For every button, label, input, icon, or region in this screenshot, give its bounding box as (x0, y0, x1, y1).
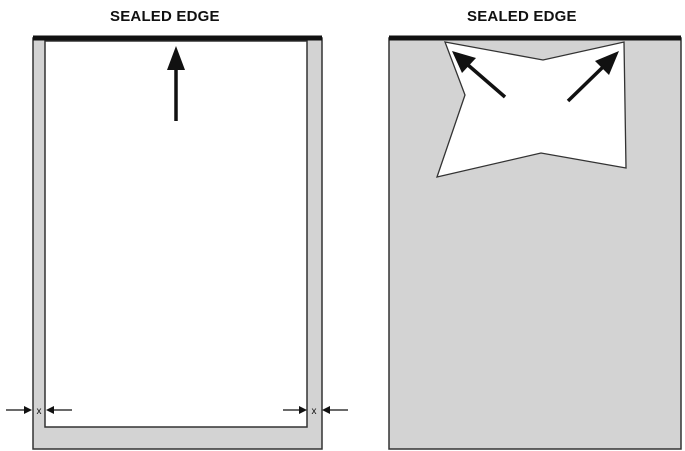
right-arrow-right-shaft (566, 65, 605, 103)
right-arrow-left-head (452, 51, 476, 73)
right-dim-arrow-outer-head (299, 406, 307, 414)
right-arrow-right-head (595, 51, 619, 75)
left-dim-label: x (37, 406, 42, 417)
right-bag-star-opening (436, 41, 627, 178)
left-dim-arrow-outer-head (24, 406, 32, 414)
right-title: SEALED EDGE (467, 8, 577, 25)
left-up-arrow-head (167, 46, 185, 70)
right-bag (388, 35, 682, 450)
right-arrow-left-shaft (466, 63, 507, 99)
left-bag: x x (6, 35, 348, 450)
right-dim-arrow-inner-head (322, 406, 330, 414)
left-title: SEALED EDGE (110, 8, 220, 25)
right-bag-body (388, 37, 682, 450)
right-dim-label: x (312, 406, 317, 417)
left-dim-arrow-inner-head (46, 406, 54, 414)
